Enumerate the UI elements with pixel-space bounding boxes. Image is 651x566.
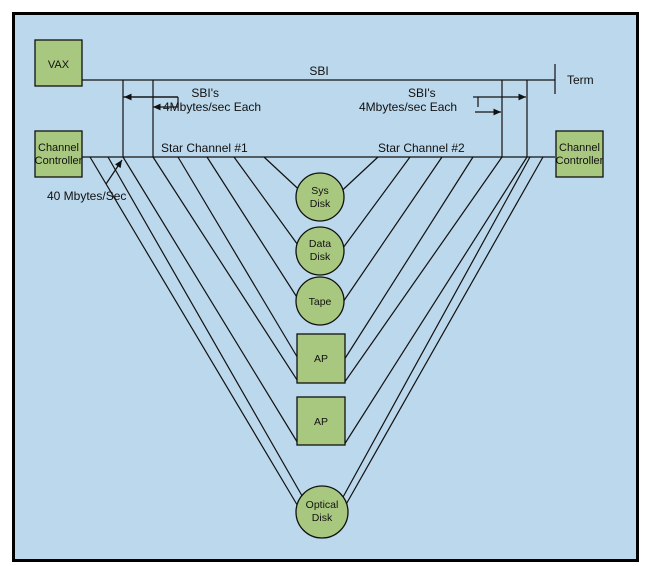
fan-line <box>152 156 300 384</box>
channel-controller-left[interactable]: Channel Controller <box>34 130 83 178</box>
device-label: Data <box>309 238 331 250</box>
fan-line <box>342 156 443 303</box>
channel-controller-right[interactable]: Channel Controller <box>555 130 604 178</box>
device-ap-1[interactable]: AP <box>296 333 346 384</box>
vax-box[interactable]: VAX <box>34 39 83 87</box>
device-label: AP <box>314 416 328 428</box>
device-label: Disk <box>310 251 331 263</box>
star-channel-2-label: Star Channel #2 <box>378 141 465 155</box>
vax-label: VAX <box>48 59 70 71</box>
device-optical-disk[interactable]: Optical Disk <box>295 485 349 539</box>
sbi-label: SBI <box>309 64 328 78</box>
fan-line <box>233 156 304 253</box>
sbi-rate-left-line2: 4Mbytes/sec Each <box>163 100 261 114</box>
sbi-rate-right-line1: SBI's <box>408 86 436 100</box>
fan-line <box>343 156 544 509</box>
fan-line <box>343 156 528 446</box>
sbi-rate-left-line1: SBI's <box>191 86 219 100</box>
device-ap-2[interactable]: AP <box>296 396 346 446</box>
device-label: Disk <box>310 198 331 210</box>
fan-line <box>89 156 300 509</box>
device-label: Sys <box>311 185 329 197</box>
device-label: AP <box>314 353 328 365</box>
device-tape[interactable]: Tape <box>295 276 345 326</box>
fan-line <box>206 156 301 303</box>
fan-line <box>343 156 474 361</box>
fan-line <box>107 156 310 509</box>
device-sys-disk[interactable]: Sys Disk <box>295 172 345 222</box>
controller-left-line1: Channel <box>38 142 79 154</box>
term-label: Term <box>567 73 594 87</box>
device-label: Disk <box>312 512 333 524</box>
device-label: Optical <box>306 499 339 511</box>
star-channel-1-label: Star Channel #1 <box>161 141 248 155</box>
device-label: Tape <box>309 296 332 308</box>
controller-left-line2: Controller <box>35 155 83 167</box>
fan-line <box>177 156 300 361</box>
device-data-disk[interactable]: Data Disk <box>295 226 345 276</box>
fan-line <box>339 156 411 253</box>
fan-line <box>336 156 531 509</box>
sbi-rate-right-line2: 4Mbytes/sec Each <box>359 100 457 114</box>
rate-arrow <box>105 159 123 185</box>
controller-right-line2: Controller <box>556 155 604 167</box>
fan-line <box>343 156 503 384</box>
rate-label: 40 Mbytes/Sec <box>47 189 126 203</box>
fan-line <box>122 156 300 446</box>
controller-right-line1: Channel <box>559 142 600 154</box>
